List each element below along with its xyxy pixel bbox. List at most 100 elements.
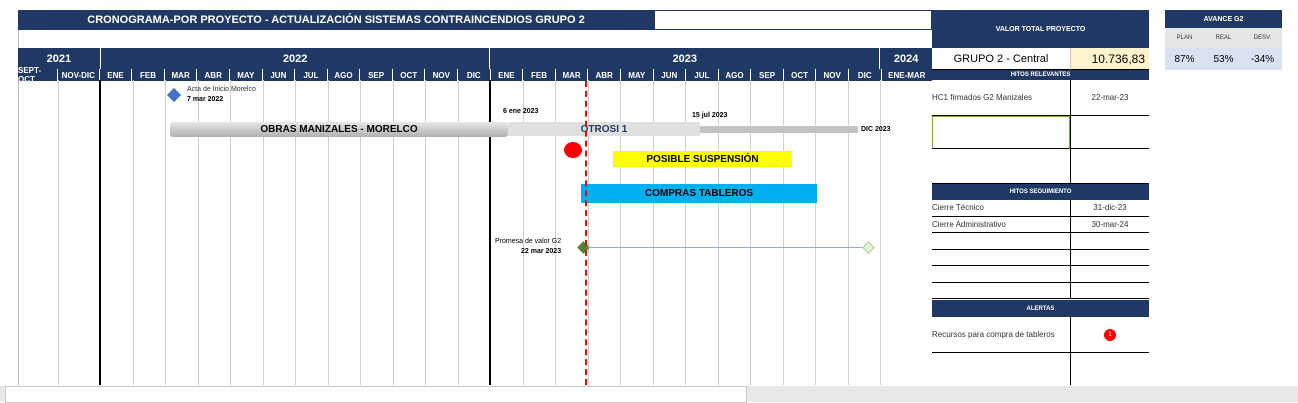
month-15: FEB (523, 69, 556, 81)
month-5: ABR (197, 69, 230, 81)
hito-relevante-date: 22-mar-23 (1070, 80, 1149, 116)
month-divider (360, 80, 361, 385)
month-22: SEP (751, 69, 784, 81)
promesa-date: 22 mar 2023 (521, 248, 562, 255)
hito-relevante-empty-selected[interactable] (932, 116, 1070, 149)
month-26: ENE-MAR (888, 70, 926, 80)
month-10: SEP (360, 69, 393, 81)
avance-values-row: 87% 53% -34% (1165, 48, 1282, 70)
month-12: NOV (425, 69, 459, 81)
month-divider (425, 80, 426, 385)
alerta-empty-date (1070, 353, 1149, 385)
year-divider (99, 80, 101, 385)
month-13: DIC (458, 69, 491, 81)
year-divider (489, 80, 491, 385)
gantt-body (18, 81, 932, 385)
avance-plan-header: PLAN (1176, 35, 1193, 41)
month-divider (652, 80, 654, 385)
month-20: JUL (686, 69, 719, 81)
month-divider (685, 80, 686, 385)
month-23: OCT (784, 69, 817, 81)
hito-seguimiento-name: Cierre Administrativo (932, 217, 1070, 233)
otrosi-extension (700, 126, 858, 133)
month-divider (327, 80, 329, 385)
avance-plan-value: 87% (1174, 53, 1195, 65)
obras-bar[interactable]: OBRAS MANIZALES - MORELCO (170, 122, 508, 137)
hito-relevante-empty-2-date (1070, 149, 1149, 184)
acta-label: Acta de Inicio Morelco (187, 86, 256, 93)
month-4: MAR (165, 69, 198, 81)
month-0: SEPT-OCT (18, 66, 58, 84)
hito-seguimiento-name: Cierre Técnico (932, 200, 1070, 217)
month-divider (522, 80, 524, 385)
month-divider (58, 80, 59, 385)
avance-subheader-row: PLAN REAL DESV. (1165, 28, 1282, 48)
horizontal-scrollbar[interactable] (0, 386, 1298, 403)
hito-seguimiento-date: 30-mar-24 (1070, 216, 1149, 233)
month-21: AGO (719, 69, 752, 81)
hito-seguimiento-name (932, 266, 1070, 283)
alerta-name: Recursos para compra de tableros (932, 317, 1070, 353)
month-8: JUL (295, 69, 328, 81)
month-divider (717, 80, 719, 385)
month-11: OCT (393, 69, 426, 81)
suspension-bar[interactable]: POSIBLE SUSPENSIÓN (613, 151, 792, 167)
title-spacer-row (18, 30, 932, 48)
promesa-label: Promesa de valor G2 (495, 238, 562, 245)
month-divider (392, 80, 394, 385)
hito-seguimiento-date (1070, 233, 1149, 250)
month-3: FEB (132, 69, 165, 81)
otrosi-bar[interactable]: OTROSI 1 (508, 122, 700, 136)
hito-seguimiento-name (932, 283, 1070, 299)
jul-2023-label: 15 jul 2023 (692, 112, 728, 119)
compras-bar[interactable]: COMPRAS TABLEROS (581, 184, 817, 203)
month-divider (880, 80, 881, 385)
month-25: DIC (849, 69, 882, 81)
promesa-connector (588, 247, 863, 248)
title-right-cell (654, 10, 932, 30)
month-divider (295, 80, 296, 385)
month-7: JUN (263, 69, 296, 81)
today-line (585, 81, 587, 385)
hitos-relevantes-header: HITOS RELEVANTES (932, 70, 1149, 80)
hitos-seguimiento-header: HITOS SEGUIMIENTO (932, 184, 1149, 200)
avance-desv-header: DESV. (1253, 35, 1272, 41)
acta-date: 7 mar 2022 (187, 96, 224, 103)
schedule-title: CRONOGRAMA-POR PROYECTO - ACTUALIZACIÓN … (18, 10, 654, 30)
hito-seguimiento-date (1070, 282, 1149, 299)
month-divider (555, 80, 556, 385)
avance-header: AVANCE G2 (1165, 10, 1282, 28)
month-19: JUN (654, 69, 687, 81)
hito-seguimiento-name (932, 233, 1070, 250)
alertas-header: ALERTAS (932, 300, 1149, 317)
month-divider (782, 80, 784, 385)
month-divider (587, 80, 589, 385)
month-divider (132, 80, 134, 385)
year-2022: 2022 (101, 48, 491, 69)
month-17: ABR (588, 69, 621, 81)
hito-relevante-name: HC1 firmados G2 Manizales (932, 80, 1070, 116)
scrollbar-thumb[interactable] (5, 386, 747, 403)
month-16: MAR (556, 69, 589, 81)
month-divider (165, 80, 166, 385)
hito-seguimiento-name (932, 250, 1070, 266)
avance-desv-value: -34% (1250, 53, 1275, 65)
year-row: 2021 2022 2023 2024 (18, 48, 932, 69)
alerta-empty (932, 353, 1070, 385)
grupo-value: 10.736,83 (1070, 48, 1149, 70)
hito-seguimiento-date: 31-dic-23 (1070, 200, 1149, 217)
ene-2023-label: 6 ene 2023 (503, 108, 539, 115)
month-6: MAY (230, 69, 263, 81)
month-1: NOV-DIC (58, 69, 100, 81)
avance-real-value: 53% (1213, 53, 1234, 65)
avance-real-header: REAL (1215, 35, 1232, 41)
month-divider (620, 80, 621, 385)
month-2: ENE (100, 69, 133, 81)
month-divider (262, 80, 264, 385)
hito-seguimiento-date (1070, 249, 1149, 266)
alerta-badge-cell: 1 (1070, 317, 1149, 353)
month-18: MAY (621, 69, 654, 81)
month-divider (197, 80, 199, 385)
alerta-badge[interactable]: 1 (1104, 328, 1116, 341)
